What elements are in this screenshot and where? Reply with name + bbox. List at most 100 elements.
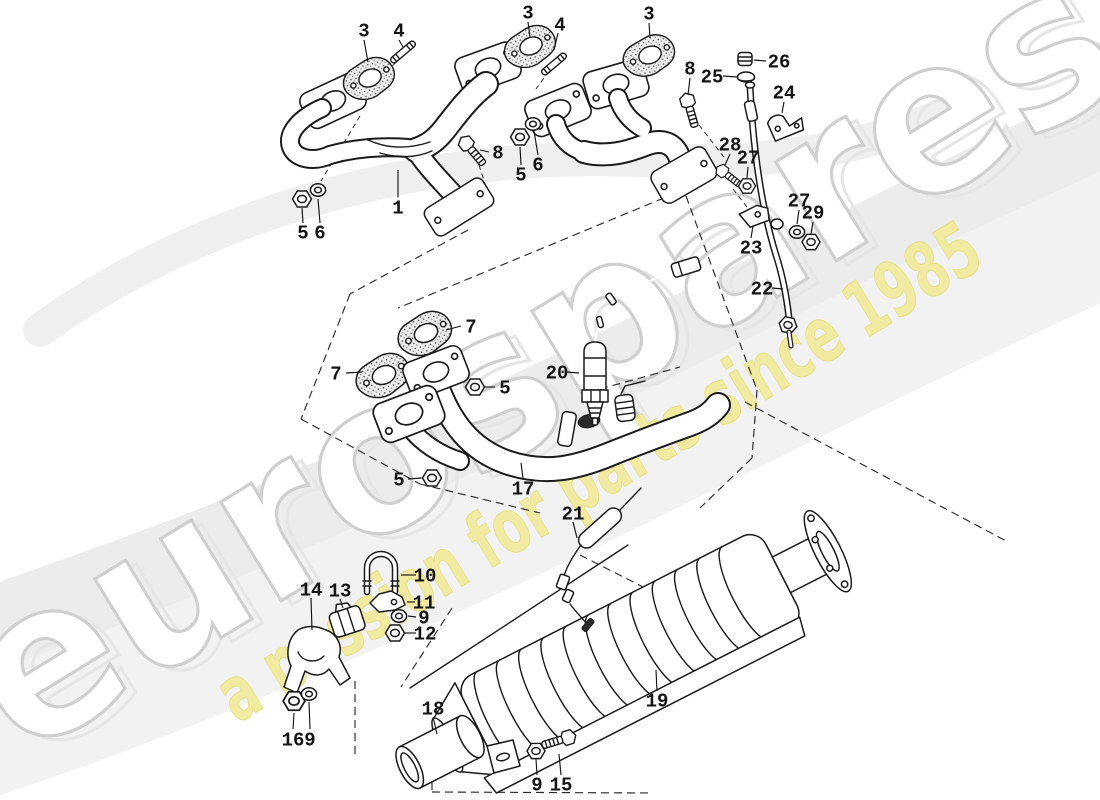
part-callout-5: 5 (393, 470, 404, 492)
nut-29 (801, 233, 821, 251)
manifold-outlet-flange-right (650, 146, 718, 204)
washer-9a (390, 609, 408, 623)
front-pipe (369, 342, 731, 487)
part-callout-26: 26 (768, 52, 791, 74)
callout-leader-9 (535, 758, 538, 776)
part-callout-1: 1 (392, 198, 403, 220)
callout-leader-19 (655, 669, 658, 692)
part-callout-20: 20 (546, 363, 569, 385)
nut-12 (384, 624, 406, 642)
callout-leader-4 (398, 39, 404, 48)
nut-27a (737, 178, 757, 194)
cat-bracket (486, 739, 521, 774)
washer-27b (788, 225, 806, 239)
nut-5d (421, 469, 443, 487)
callout-leader-7 (445, 325, 462, 331)
part-callout-13: 13 (329, 581, 352, 603)
part-callout-5: 5 (297, 223, 308, 245)
dipstick-tube-assembly (712, 51, 821, 349)
temp-sender (555, 487, 642, 632)
part-callout-3: 3 (358, 21, 369, 43)
exhaust-manifold-left (280, 38, 525, 237)
callout-leader-3 (648, 22, 651, 39)
callout-leader-25 (722, 75, 738, 78)
callout-leader-9 (407, 615, 417, 618)
washer-9b (300, 687, 318, 701)
exhaust-manifold-right (521, 56, 718, 204)
part-callout-7: 7 (330, 364, 341, 386)
bracket-23 (738, 204, 770, 228)
washer-6b (524, 117, 542, 131)
part-callout-3: 3 (643, 4, 654, 26)
stud-4a (388, 39, 418, 65)
nut-5a (291, 190, 313, 208)
cap-25 (736, 71, 756, 83)
callout-leader-9 (308, 701, 311, 730)
callout-leader-16 (292, 712, 295, 730)
part-callout-29: 29 (802, 203, 825, 225)
part-callout-5: 5 (515, 165, 526, 187)
part-callout-8: 8 (684, 59, 695, 81)
part-callout-22: 22 (751, 279, 774, 301)
part-callout-25: 25 (701, 67, 724, 89)
part-callout-11: 11 (413, 593, 436, 615)
callout-leader-17 (520, 462, 524, 479)
callout-leader-21 (572, 521, 578, 539)
part-callout-9: 9 (418, 608, 429, 630)
catalytic-converter (431, 509, 853, 794)
part-callout-6: 6 (532, 155, 543, 177)
part-callout-17: 17 (512, 479, 535, 501)
washer-6a (309, 183, 327, 197)
nut-5b (509, 128, 531, 146)
callout-leader-6 (317, 198, 321, 224)
callout-leader-14 (310, 597, 313, 631)
hanger-assembly (282, 550, 408, 712)
nut-9c (526, 742, 546, 760)
part-callout-27: 27 (737, 148, 760, 170)
oxygen-sensor (581, 256, 702, 426)
part-callout-21: 21 (562, 504, 585, 526)
callout-leader-22 (771, 287, 784, 290)
callout-leader-24 (781, 101, 785, 114)
callout-leader-26 (753, 59, 767, 62)
bellows-sleeve (614, 393, 636, 423)
part-callout-16: 16 (282, 730, 305, 752)
part-callout-14: 14 (300, 580, 323, 602)
callout-leader-4 (553, 32, 559, 51)
part-callout-7: 7 (465, 317, 476, 339)
part-callout-6: 6 (314, 223, 325, 245)
part-callout-9: 9 (304, 730, 315, 752)
part-callout-24: 24 (773, 83, 796, 105)
part-callout-8: 8 (492, 143, 503, 165)
part-callout-15: 15 (550, 775, 573, 797)
callout-leader-6 (533, 130, 539, 156)
part-callout-5: 5 (499, 378, 510, 400)
grommet-26 (737, 51, 753, 67)
diagram-art (280, 20, 1009, 794)
callout-leader-27 (746, 166, 749, 179)
part-callout-10: 10 (414, 566, 437, 588)
callout-leader-8 (687, 77, 691, 96)
part-callout-9: 9 (531, 775, 542, 797)
callout-leader-15 (558, 753, 562, 776)
callout-leader-29 (810, 221, 814, 235)
callout-leader-23 (750, 225, 754, 239)
inlet-sleeve (395, 714, 485, 790)
part-callout-27: 27 (788, 191, 811, 213)
sensor-connector (670, 256, 702, 278)
callout-leader-8 (479, 149, 490, 153)
callout-leader-18 (432, 716, 438, 735)
callout-leader-20 (566, 371, 580, 374)
callout-leader-3 (363, 39, 369, 63)
nut-5c (464, 378, 486, 396)
part-callout-4: 4 (393, 21, 404, 43)
callout-leader-13 (339, 598, 344, 609)
part-callout-3: 3 (522, 3, 533, 25)
part-callout-18: 18 (422, 699, 445, 721)
part-callout-4: 4 (554, 15, 565, 37)
bracket-24 (766, 114, 805, 142)
callout-leader-7 (345, 371, 363, 374)
